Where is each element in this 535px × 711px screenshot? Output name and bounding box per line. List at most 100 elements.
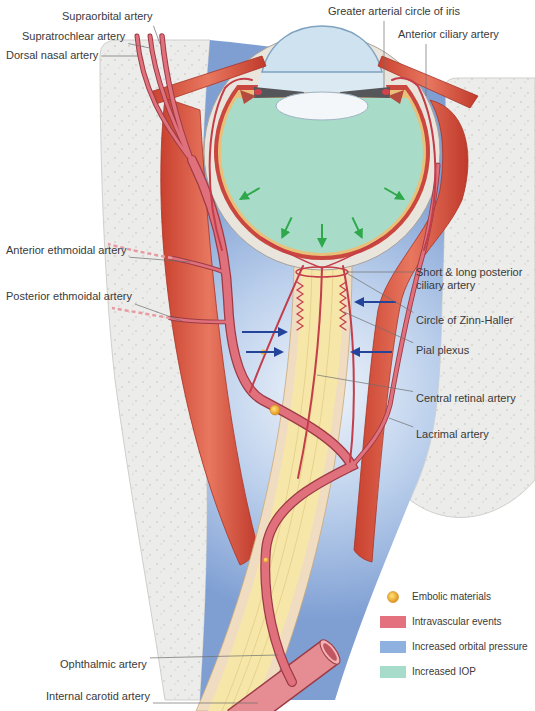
part-label: Circle of Zinn-Haller (416, 314, 513, 327)
legend-item: Embolic materials (380, 590, 491, 604)
legend-swatch (380, 666, 406, 678)
part-label: Short & long posterior ciliary artery (416, 266, 530, 292)
small-arteries (210, 78, 436, 478)
legend-embolus (388, 592, 399, 603)
lens (276, 92, 368, 120)
ethmoidal-artery (172, 258, 224, 272)
supratrochlear-artery (150, 36, 190, 158)
embolus (270, 405, 280, 415)
iris-arterial-circle (254, 89, 262, 95)
leader-line (317, 375, 413, 391)
part-label: Lacrimal artery (416, 428, 489, 441)
leader-line (344, 312, 413, 343)
nerve-fibre (230, 265, 322, 711)
nerve-fibre (240, 265, 333, 711)
leader-line (128, 44, 150, 48)
pressure-arrow (356, 301, 396, 303)
central-retinal-artery (298, 268, 322, 478)
leader-line (348, 274, 413, 312)
vitreous (221, 98, 423, 253)
artery-outlines (137, 36, 438, 682)
leader-line (346, 272, 413, 273)
legend-label: Embolic materials (412, 590, 491, 604)
iop-arrow (282, 217, 291, 237)
artery-outline (137, 36, 188, 156)
leader-line (150, 655, 278, 658)
part-label: Anterior ethmoidal artery (6, 244, 126, 257)
part-label: Central retinal artery (416, 392, 516, 405)
carotid-end (316, 637, 343, 667)
artery-outline (192, 160, 352, 682)
arteries (137, 36, 438, 682)
legend-item: Increased IOP (380, 665, 476, 679)
retinal-branch (262, 238, 322, 268)
part-label: Pial plexus (416, 344, 469, 357)
part-label: Supraorbital artery (62, 10, 153, 23)
pial-plexus (297, 282, 303, 330)
legend-item: Intravascular events (380, 615, 502, 629)
leader-line (384, 21, 385, 88)
anterior-ciliary-artery (210, 79, 252, 250)
oblique-muscle (150, 56, 266, 104)
embolus (261, 350, 266, 355)
pressure-arrow (352, 351, 392, 353)
posterior-ciliary-artery (343, 266, 354, 462)
iop-arrow (384, 188, 403, 199)
legend-label: Intravascular events (412, 615, 502, 629)
legend-label: Increased IOP (412, 665, 476, 679)
nerve-sheath (196, 262, 352, 711)
part-label: Supratrochlear artery (22, 30, 125, 43)
iop-arrow (352, 217, 361, 237)
iris-arterial-circle (382, 89, 390, 95)
rectus-muscle (161, 98, 258, 565)
part-label: Internal carotid artery (46, 690, 150, 703)
choroid (214, 85, 430, 260)
ethmoidal-artery-hidden (112, 308, 170, 318)
leader-line (101, 56, 138, 57)
legend-swatch (380, 641, 406, 653)
artery-outline (170, 318, 229, 322)
nerve-fibres (222, 265, 333, 711)
supraorbital-artery (162, 36, 192, 162)
zinn-haller-circle (296, 267, 348, 277)
embolus (264, 558, 269, 563)
artery-outline (150, 36, 190, 158)
leader-line (389, 418, 413, 427)
artery-outline (162, 36, 192, 162)
part-label: Dorsal nasal artery (6, 49, 98, 62)
retina (218, 90, 426, 256)
ethmoidal-artery (170, 318, 229, 322)
internal-carotid (236, 652, 330, 711)
ophthalmic-artery (192, 160, 352, 682)
cornea (262, 26, 382, 72)
iop-arrows (241, 188, 404, 246)
leader-line (426, 44, 427, 96)
iris (340, 87, 390, 98)
part-label: Greater arterial circle of iris (328, 5, 460, 18)
retinal-branch (322, 238, 382, 268)
pial-plexus (340, 282, 346, 330)
orbit-cavity (200, 40, 446, 700)
legend-label: Increased orbital pressure (412, 640, 528, 654)
ciliary-body (388, 90, 404, 104)
orbit-bone (410, 78, 535, 517)
iris (254, 87, 304, 98)
leader-line (153, 703, 258, 704)
anterior-ciliary-artery (392, 78, 435, 250)
pressure-arrows (242, 302, 396, 352)
leader-line (135, 304, 182, 321)
oblique-muscle (378, 56, 478, 108)
leader-line (129, 257, 190, 262)
orbit-bone (100, 40, 210, 700)
carotid-lumen (321, 642, 339, 663)
artery-outline (172, 258, 224, 272)
pressure-arrow (246, 351, 282, 353)
leader-line (154, 26, 160, 44)
ciliary-body (240, 90, 256, 104)
legend-swatch (380, 616, 406, 628)
dorsal-nasal-artery (137, 36, 188, 156)
iop-arrow (241, 188, 260, 199)
part-label: Ophthalmic artery (60, 658, 147, 671)
legend-item: Increased orbital pressure (380, 640, 528, 654)
